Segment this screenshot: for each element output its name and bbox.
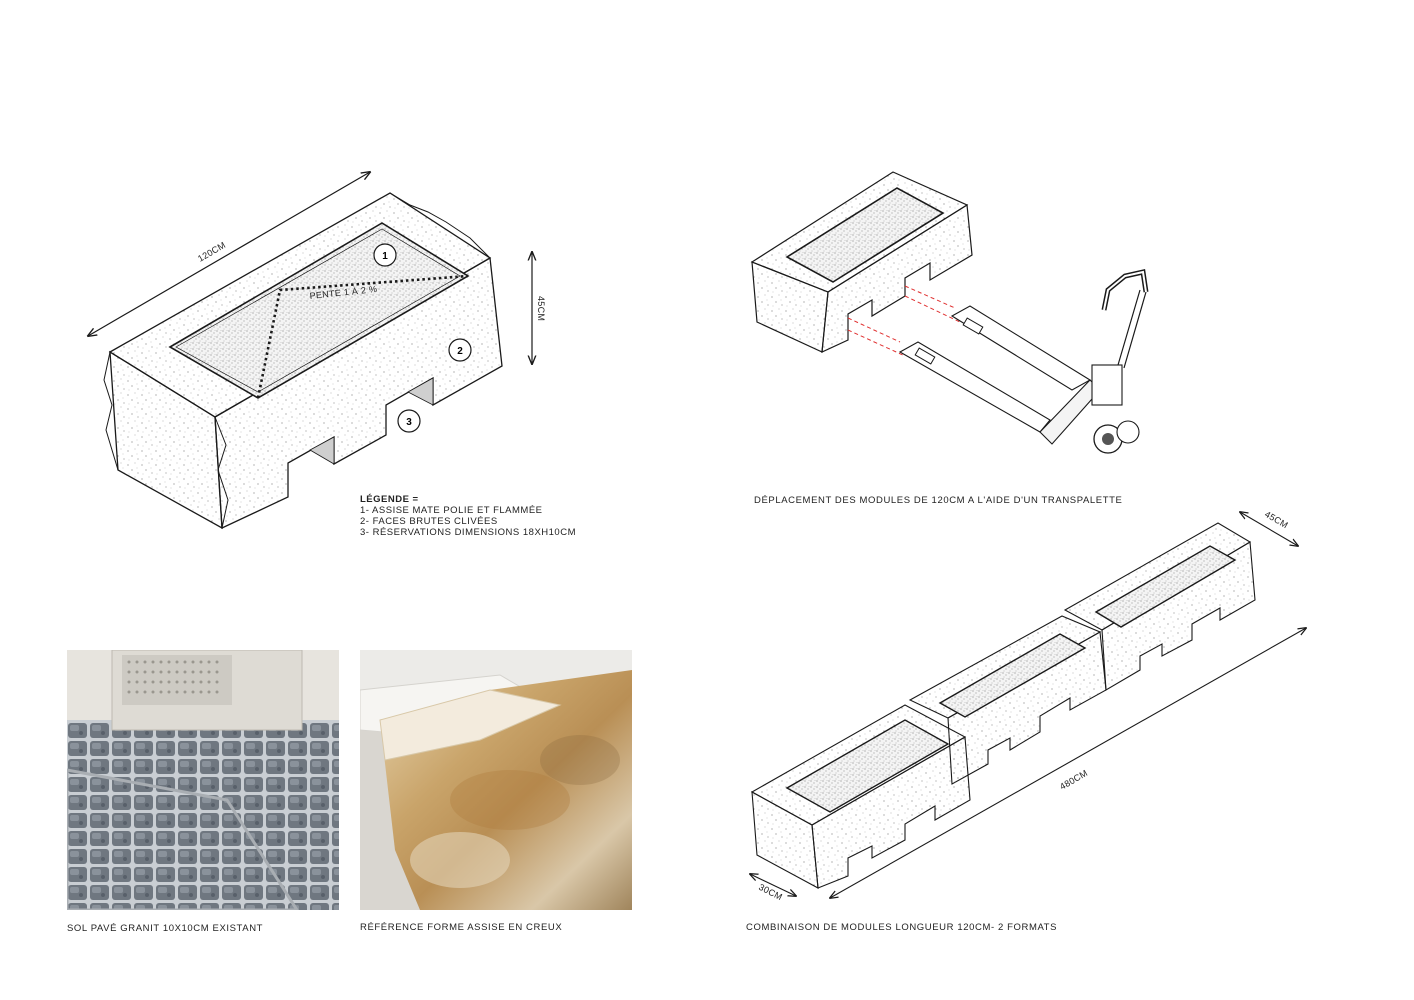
legend-title: LÉGENDE = [360,494,419,505]
dim-label-45: 45CM [536,296,546,321]
legend-item-3: 3- RÉSERVATIONS DIMENSIONS 18XH10CM [360,527,576,538]
legend: LÉGENDE = 1- ASSISE MATE POLIE ET FLAMMÉ… [360,494,576,538]
modules-combination-drawing: 480CM 30CM 45CM [750,509,1306,902]
caption-reference: RÉFÉRENCE FORME ASSISE EN CREUX [360,922,563,933]
legend-item-2: 2- FACES BRUTES CLIVÉES [360,516,498,527]
caption-transpalette: DÉPLACEMENT DES MODULES DE 120CM A L'AID… [754,495,1123,506]
dim-label-45b: 45CM [1263,509,1290,530]
marker-2: 2 [448,338,472,362]
caption-combination: COMBINAISON DE MODULES LONGUEUR 120CM- 2… [746,922,1058,933]
dim-label-30: 30CM [757,882,784,902]
marker-3: 3 [397,409,421,433]
module-detail-drawing: 120CM 45CM PENTE 1 À 2 % 1 2 3 [88,172,546,530]
block1-front-face [214,256,503,529]
svg-text:3: 3 [406,417,412,428]
photo-granite-paving [67,650,339,910]
caption-paving: SOL PAVÉ GRANIT 10X10CM EXISTANT [67,923,264,934]
marker-1: 1 [373,243,397,267]
photo-stone-reference [360,650,632,910]
dim-label-480: 480CM [1058,768,1089,792]
transpalette-drawing [750,171,1149,454]
legend-item-1: 1- ASSISE MATE POLIE ET FLAMMÉE [360,505,543,516]
dim-label-120: 120CM [196,240,227,264]
dim-arrow-45b [1240,512,1298,546]
dim-arrow-30 [750,874,796,896]
dim-arrow-120 [88,172,370,336]
svg-text:1: 1 [382,251,388,262]
dim-arrow-480 [830,628,1306,898]
svg-text:2: 2 [457,346,463,357]
